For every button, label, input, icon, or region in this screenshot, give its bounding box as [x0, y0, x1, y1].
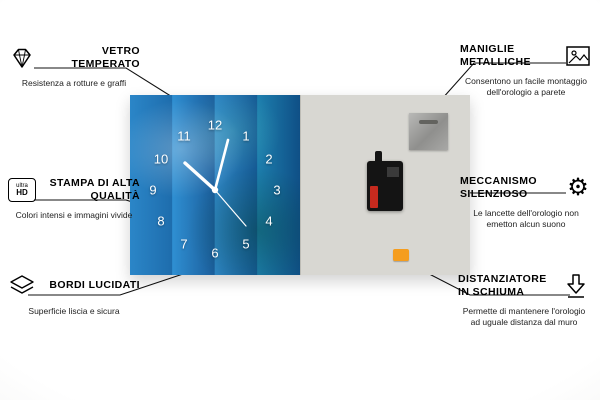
clock-number: 9: [149, 182, 157, 198]
callout-title: VETRO TEMPERATO: [71, 44, 140, 70]
clock-number: 6: [211, 245, 219, 261]
diamond-icon: [8, 44, 36, 72]
clock-mechanism: [366, 151, 403, 211]
picture-frame-icon: [564, 42, 592, 70]
callout-subtitle: Le lancette dell'orologio non emetton al…: [473, 208, 579, 230]
callout-distanziatore-schiuma: DISTANZIATORE IN SCHIUMA Permette di man…: [458, 272, 590, 328]
clock-number: 10: [153, 151, 169, 167]
callout-stampa-alta-qualita: ultra HD STAMPA DI ALTA QUALITÀ Colori i…: [8, 176, 140, 221]
mechanism-label: [386, 167, 399, 177]
callout-subtitle: Resistenza a rotture e graffi: [21, 78, 127, 88]
callout-maniglie-metalliche: MANIGLIE METALLICHE Consentono un facile…: [460, 42, 592, 98]
hanger-slot: [418, 120, 438, 124]
battery: [369, 186, 378, 208]
clock-hands: [183, 138, 247, 227]
gear-icon: ⚙: [567, 174, 589, 201]
mechanism-hook: [374, 151, 382, 163]
callout-subtitle: Permette di mantenere l'orologio ad ugua…: [462, 306, 586, 328]
layers-icon: [8, 272, 36, 300]
callout-title: DISTANZIATORE IN SCHIUMA: [458, 272, 547, 298]
ultra-hd-icon: ultra HD: [8, 176, 36, 204]
clock-number: 4: [265, 213, 273, 229]
arrow-down-icon: [562, 272, 590, 300]
callout-title: STAMPA DI ALTA QUALITÀ: [49, 176, 140, 202]
clock-face-front: 12 1 2 3 4 5 6 7 8 9 10 11: [130, 95, 300, 275]
callout-meccanismo-silenzioso: MECCANISMO SILENZIOSO ⚙ Le lancette dell…: [460, 174, 592, 230]
callout-subtitle: Consentono un facile montaggio dell'orol…: [465, 76, 587, 98]
foam-spacer: [392, 249, 409, 261]
clock-number: 3: [273, 182, 281, 198]
ultra-hd-label-bottom: HD: [16, 188, 28, 197]
callout-bordi-lucidati: BORDI LUCIDATI Superficie liscia e sicur…: [8, 272, 140, 317]
callout-subtitle: Colori intensi e immagini vivide: [15, 210, 133, 220]
clock-number: 7: [180, 236, 188, 252]
clock-number: 11: [177, 128, 191, 144]
clock-number: 2: [265, 151, 273, 167]
wall-clock-product: 12 1 2 3 4 5 6 7 8 9 10 11: [130, 95, 470, 275]
callout-vetro-temperato: VETRO TEMPERATO Resistenza a rotture e g…: [8, 44, 140, 89]
callout-title: BORDI LUCIDATI: [49, 279, 140, 292]
ultra-hd-label-top: ultra: [16, 183, 28, 189]
callout-title: MECCANISMO SILENZIOSO: [460, 174, 537, 200]
clock-number: 5: [242, 236, 250, 252]
callout-title: MANIGLIE METALLICHE: [460, 42, 531, 68]
callout-subtitle: Superficie liscia e sicura: [28, 306, 120, 316]
clock-number: 1: [242, 128, 250, 144]
clock-back-panel: [299, 95, 470, 275]
metal-hanger-plate: [408, 113, 448, 150]
clock-number: 8: [157, 213, 165, 229]
clock-number: 12: [207, 117, 223, 133]
